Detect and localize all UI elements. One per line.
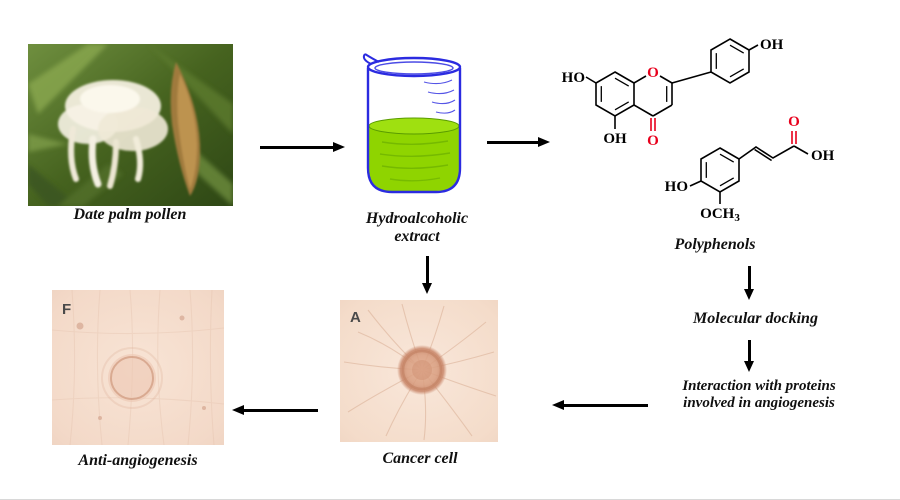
- anti-angiogenesis-micrograph: F: [52, 290, 224, 445]
- flavonoid-oh-ring-label: OH: [603, 131, 627, 147]
- interaction-label-line1: Interaction with proteins: [682, 378, 836, 394]
- panel-letter-a: A: [350, 309, 361, 326]
- spheroid-halo: [101, 347, 163, 409]
- interaction-label-line2: involved in angiogenesis: [683, 395, 835, 412]
- phenolic-acid-structure: HO OCH3 O OH: [665, 114, 835, 224]
- spheroid-ring: [110, 356, 154, 400]
- date-palm-pollen-photo: [28, 44, 233, 206]
- arrow-cancer-cell-to-anti-angiogenesis: [243, 409, 318, 412]
- interaction-label: Interaction with proteins involved in an…: [633, 378, 885, 413]
- pollen-inflorescence: [58, 80, 168, 189]
- beaker-hatch-lines: [423, 79, 456, 114]
- debris-dots: [76, 315, 206, 420]
- tissue-fibers: [52, 290, 224, 445]
- beaker-illustration: [362, 53, 462, 194]
- arrow-extract-to-cancer-cell: [426, 256, 429, 284]
- cell-spheroid: [108, 354, 156, 402]
- cancer-cell-label: Cancer cell: [382, 450, 458, 467]
- pollen-photo-illustration: [28, 44, 233, 206]
- flavonoid-structure: HO OH O O OH: [562, 37, 784, 149]
- hydroalcoholic-extract-label: Hydroalcoholic extract: [352, 210, 482, 247]
- palm-spathe: [170, 62, 201, 196]
- arrow-extract-to-polyphenols: [487, 141, 539, 144]
- arrow-interaction-to-cancer-cell: [563, 404, 648, 407]
- chemical-structures-drawing: HO OH O O OH: [562, 37, 835, 224]
- green-extract-liquid: [368, 117, 460, 191]
- spheroid-core: [412, 360, 432, 380]
- flavonoid-ring-oxygen-label: O: [647, 65, 659, 81]
- arrow-pollen-to-extract: [260, 146, 334, 149]
- flavonoid-oh-phenyl-label: OH: [760, 37, 784, 53]
- extract-label-line1: Hydroalcoholic: [365, 210, 469, 227]
- anti-angiogenesis-panel: F: [52, 290, 224, 445]
- extract-label-line2: extract: [394, 228, 440, 246]
- flavonoid-carbonyl-oxygen-label: O: [647, 133, 659, 149]
- acid-oh-label: OH: [811, 148, 835, 164]
- cell-spheroid: [397, 345, 447, 395]
- acid-ho-label: HO: [665, 179, 688, 195]
- polyphenols-label: Polyphenols: [674, 236, 756, 253]
- arrow-polyphenols-to-docking: [748, 266, 751, 290]
- acid-carbonyl-oxygen-label: O: [788, 114, 800, 130]
- spheroid-ring: [401, 349, 443, 391]
- polyphenol-structures: HO OH O O OH: [550, 34, 850, 234]
- palm-leaves: [28, 44, 233, 206]
- date-palm-pollen-label: Date palm pollen: [73, 206, 187, 223]
- acid-och-text: OCH: [700, 206, 735, 222]
- beaker-icon: [352, 52, 480, 204]
- cancer-cell-micrograph: A: [340, 300, 498, 442]
- molecular-docking-label: Molecular docking: [693, 310, 818, 327]
- arrow-docking-to-interaction: [748, 340, 751, 362]
- panel-letter-f: F: [62, 301, 71, 318]
- anti-angiogenesis-label: Anti-angiogenesis: [78, 452, 198, 469]
- beaker-glass-outline: [362, 53, 462, 194]
- acid-och-subscript: 3: [734, 212, 740, 224]
- cancer-cell-panel: A: [340, 300, 498, 442]
- flavonoid-ho-label: HO: [562, 70, 585, 86]
- acid-och3-label: OCH3: [700, 206, 740, 224]
